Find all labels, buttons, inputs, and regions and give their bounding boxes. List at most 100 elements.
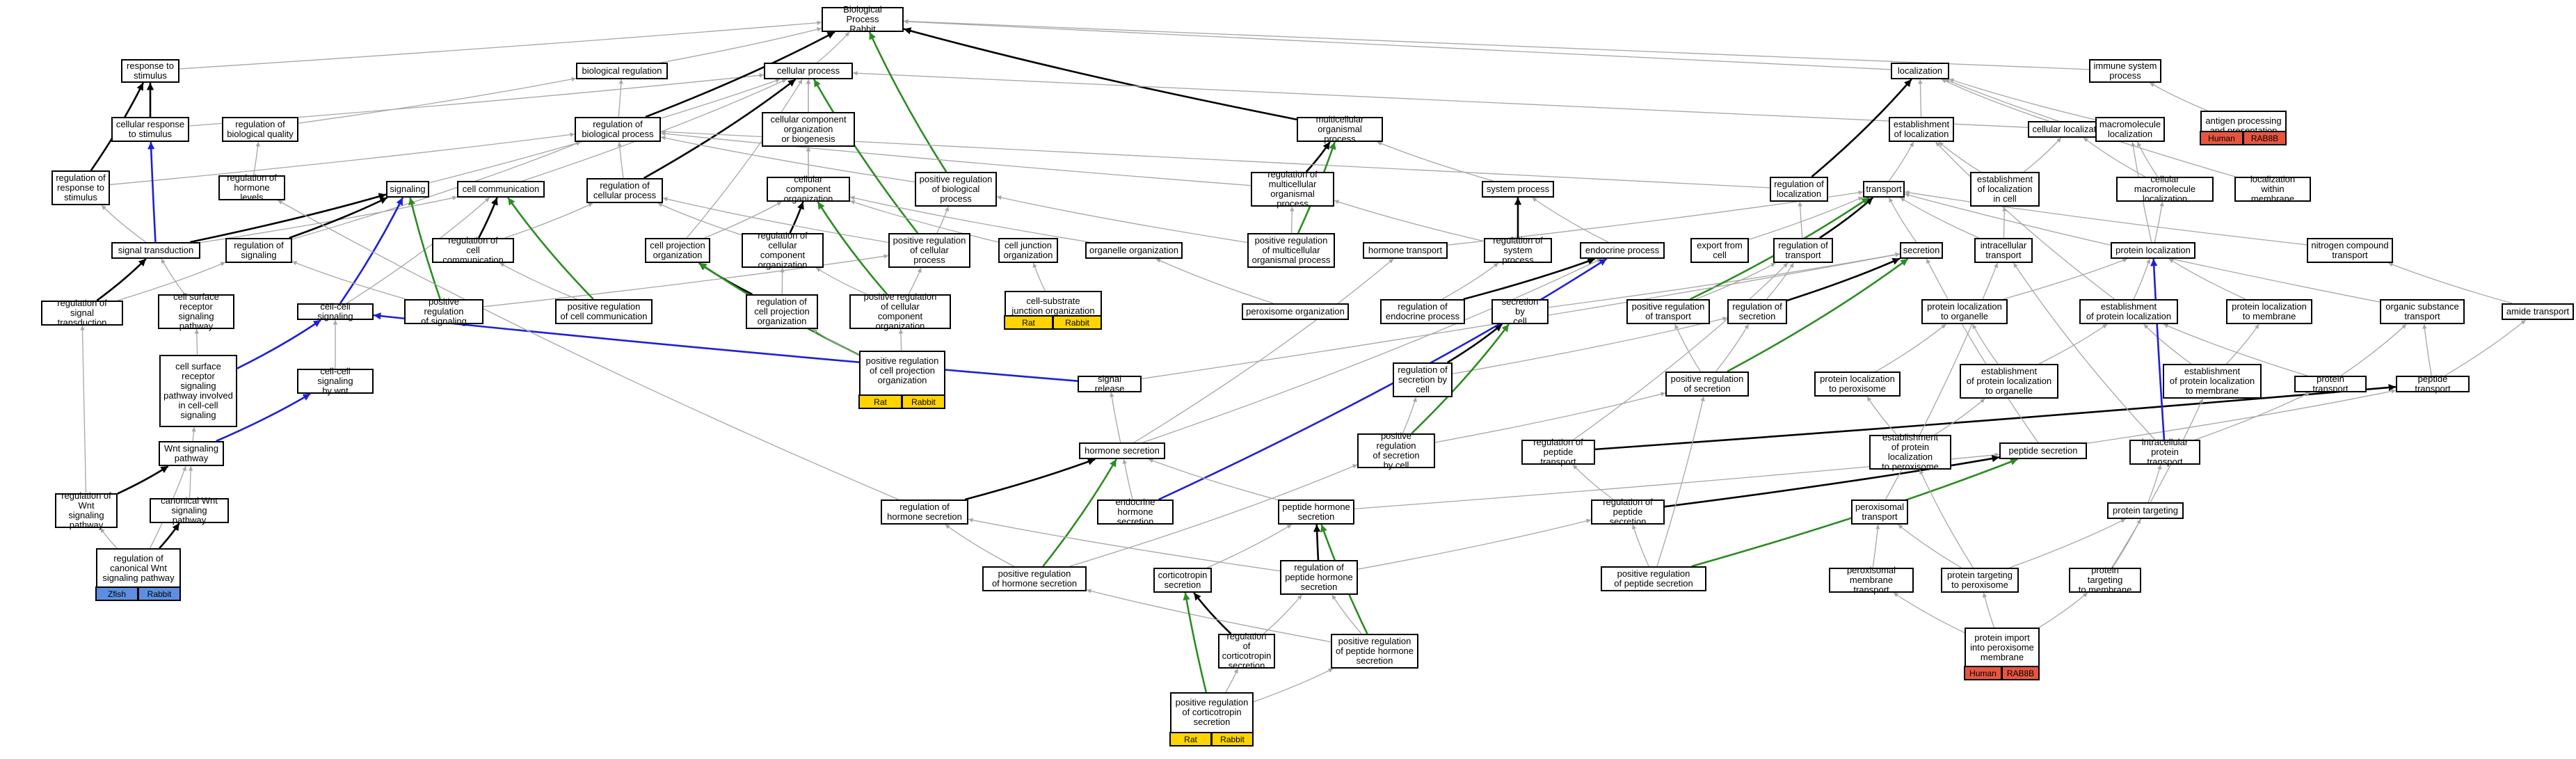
go-term-crs[interactable]: cellular response to stimulus xyxy=(111,117,189,142)
go-term-loc[interactable]: localization xyxy=(1891,63,1949,79)
go-term-rcpo[interactable]: regulation of cell projection organizati… xyxy=(746,294,818,329)
go-term-rmop[interactable]: regulation of multicellular organismal p… xyxy=(1251,170,1334,209)
go-term-prccco[interactable]: positive regulation of cellular componen… xyxy=(849,292,951,331)
go-term-ost[interactable]: organic substance transport xyxy=(2380,299,2465,324)
go-term-plm[interactable]: protein localization to membrane xyxy=(2226,299,2312,324)
go-term-prcc[interactable]: positive regulation of cell communicatio… xyxy=(555,299,653,324)
go-term-prps[interactable]: positive regulation of peptide secretion xyxy=(1601,566,1706,591)
go-term-rsysp[interactable]: regulation of system process xyxy=(1484,236,1552,265)
go-term-bp[interactable]: Biological Process Rabbit xyxy=(822,5,904,34)
go-term-prphs[interactable]: positive regulation of peptide hormone s… xyxy=(1331,634,1418,669)
go-term-prsbc[interactable]: positive regulation of secretion by cell xyxy=(1357,431,1435,470)
go-term-psec[interactable]: peptide secretion xyxy=(1999,442,2087,459)
go-term-ehs[interactable]: endocrine hormone secretion xyxy=(1097,497,1174,527)
go-term-cpo[interactable]: cell projection organization xyxy=(645,238,710,263)
go-term-cmloc[interactable]: cellular macromolecule localization xyxy=(2116,175,2214,204)
go-term-prcs[interactable]: positive regulation of corticotropin sec… xyxy=(1169,692,1254,746)
go-term-prtrans[interactable]: positive regulation of transport xyxy=(1626,299,1710,324)
go-term-sr[interactable]: signal release xyxy=(1078,374,1142,394)
go-term-ict[interactable]: intracellular transport xyxy=(1974,238,2033,263)
go-term-ptm[interactable]: protein targeting to membrane xyxy=(2069,566,2141,595)
go-term-ptarg[interactable]: protein targeting xyxy=(2107,502,2184,519)
go-term-plp[interactable]: protein localization to peroxisome xyxy=(1814,371,1901,397)
go-term-rs[interactable]: response to stimulus xyxy=(121,59,179,83)
go-term-wnt[interactable]: Wnt signaling pathway xyxy=(159,441,224,466)
go-term-secr[interactable]: secretion xyxy=(1900,242,1943,259)
go-term-ht[interactable]: hormone transport xyxy=(1363,242,1448,259)
go-term-rsig[interactable]: regulation of signaling xyxy=(225,238,292,263)
go-term-prbp[interactable]: positive regulation of biological proces… xyxy=(915,172,997,207)
go-term-rtrans[interactable]: regulation of transport xyxy=(1773,238,1833,263)
go-term-cc[interactable]: cell communication xyxy=(457,181,545,198)
go-term-ptrans[interactable]: protein transport xyxy=(2294,374,2367,394)
go-term-elcell[interactable]: establishment of localization in cell xyxy=(1970,172,2040,207)
go-term-locmem[interactable]: localization within membrane xyxy=(2234,175,2311,204)
go-term-rsec[interactable]: regulation of secretion xyxy=(1727,299,1787,324)
go-term-csrwnt[interactable]: cell surface receptor signaling pathway … xyxy=(159,355,237,427)
go-term-app[interactable]: antigen processing and presentationHuman… xyxy=(2200,111,2287,145)
go-term-eloc[interactable]: establishment of localization xyxy=(1889,117,1954,142)
go-term-sig[interactable]: signaling xyxy=(386,181,429,198)
go-term-epl[interactable]: establishment of protein localization xyxy=(2079,299,2178,324)
go-term-ccob[interactable]: cellular component organization or bioge… xyxy=(762,112,855,147)
go-term-hsec[interactable]: hormone secretion xyxy=(1079,442,1165,459)
go-term-eplo[interactable]: establishment of protein localization to… xyxy=(1960,364,2058,399)
go-term-rps[interactable]: regulation of peptide secretion xyxy=(1591,497,1665,527)
go-term-pxt[interactable]: peroxisomal transport xyxy=(1851,500,1908,525)
go-term-ipt[interactable]: intracellular protein transport xyxy=(2129,438,2200,467)
go-term-rhs[interactable]: regulation of hormone secretion xyxy=(881,500,968,525)
go-term-sbc[interactable]: secretion by cell xyxy=(1491,297,1549,326)
go-term-eplp[interactable]: establishment of protein localization to… xyxy=(1869,433,1951,472)
go-term-rphs[interactable]: regulation of peptide hormone secretion xyxy=(1280,560,1358,595)
go-term-mop[interactable]: multicellular organismal process xyxy=(1297,115,1383,144)
go-term-pmt[interactable]: peroxisomal membrane transport xyxy=(1829,566,1914,595)
go-term-rpt[interactable]: regulation of peptide transport xyxy=(1521,438,1595,467)
go-term-prsig[interactable]: positive regulation of signaling xyxy=(404,297,483,326)
go-term-cwnt[interactable]: canonical Wnt signaling pathway xyxy=(150,496,229,525)
go-term-po[interactable]: peroxisome organization xyxy=(1242,303,1349,320)
go-term-st[interactable]: signal transduction xyxy=(111,242,200,259)
go-term-rbq[interactable]: regulation of biological quality xyxy=(222,117,298,142)
go-term-trans[interactable]: transport xyxy=(1863,181,1905,198)
go-term-prcp[interactable]: positive regulation of cellular process xyxy=(888,233,970,268)
go-term-csbw[interactable]: cell-cell signaling by wnt xyxy=(297,367,374,396)
go-term-rcp[interactable]: regulation of cellular process xyxy=(586,178,663,203)
go-term-rcco[interactable]: regulation of cellular component organiz… xyxy=(742,231,824,270)
go-term-rst[interactable]: regulation of signal transduction xyxy=(41,298,123,328)
go-term-cs[interactable]: corticotropin secretion xyxy=(1153,568,1212,593)
go-term-rcwnt[interactable]: regulation of canonical Wnt signaling pa… xyxy=(95,548,181,601)
go-term-amt[interactable]: amide transport xyxy=(2502,303,2574,320)
go-term-isp[interactable]: immune system process xyxy=(2089,59,2161,83)
go-term-rloc[interactable]: regulation of localization xyxy=(1770,177,1828,202)
go-term-phs[interactable]: peptide hormone secretion xyxy=(1278,500,1354,525)
go-term-rcs[interactable]: regulation of corticotropin secretion xyxy=(1218,632,1275,671)
go-term-breg[interactable]: biological regulation xyxy=(576,63,668,79)
go-term-prhs[interactable]: positive regulation of hormone secretion xyxy=(982,566,1087,591)
go-term-rwnt[interactable]: regulation of Wnt signaling pathway xyxy=(55,491,118,530)
go-term-cp[interactable]: cellular process xyxy=(764,63,853,79)
go-term-oo[interactable]: organelle organization xyxy=(1085,242,1183,259)
go-term-endp[interactable]: endocrine process xyxy=(1580,242,1665,259)
go-term-prsec[interactable]: positive regulation of secretion xyxy=(1665,371,1749,397)
go-term-efc[interactable]: export from cell xyxy=(1690,238,1749,263)
go-term-eplm[interactable]: establishment of protein localization to… xyxy=(2163,364,2262,399)
go-term-rhl[interactable]: regulation of hormone levels xyxy=(218,173,285,202)
go-term-prmop[interactable]: positive regulation of multicellular org… xyxy=(1247,233,1335,268)
go-term-csrsp[interactable]: cell surface receptor signaling pathway xyxy=(158,292,234,331)
go-term-ccs[interactable]: cell-cell signaling xyxy=(297,302,374,321)
go-term-ptp[interactable]: protein targeting to peroxisome xyxy=(1941,568,2019,593)
go-term-nct[interactable]: nitrogen compound transport xyxy=(2307,238,2393,263)
go-term-cjo[interactable]: cell junction organization xyxy=(998,238,1058,263)
go-term-rbp[interactable]: regulation of biological process xyxy=(575,117,661,142)
go-term-cco[interactable]: cellular component organization xyxy=(767,175,850,204)
go-term-sysp[interactable]: system process xyxy=(1482,181,1554,198)
go-term-ploc[interactable]: protein localization xyxy=(2111,242,2195,259)
go-term-rsbc[interactable]: regulation of secretion by cell xyxy=(1393,362,1453,397)
go-term-rep[interactable]: regulation of endocrine process xyxy=(1380,299,1465,324)
go-term-rrs[interactable]: regulation of response to stimulus xyxy=(51,170,110,205)
go-term-rcc[interactable]: regulation of cell communication xyxy=(432,236,514,265)
go-term-pept[interactable]: peptide transport xyxy=(2396,374,2470,394)
go-term-plo[interactable]: protein localization to organelle xyxy=(1921,299,2008,324)
